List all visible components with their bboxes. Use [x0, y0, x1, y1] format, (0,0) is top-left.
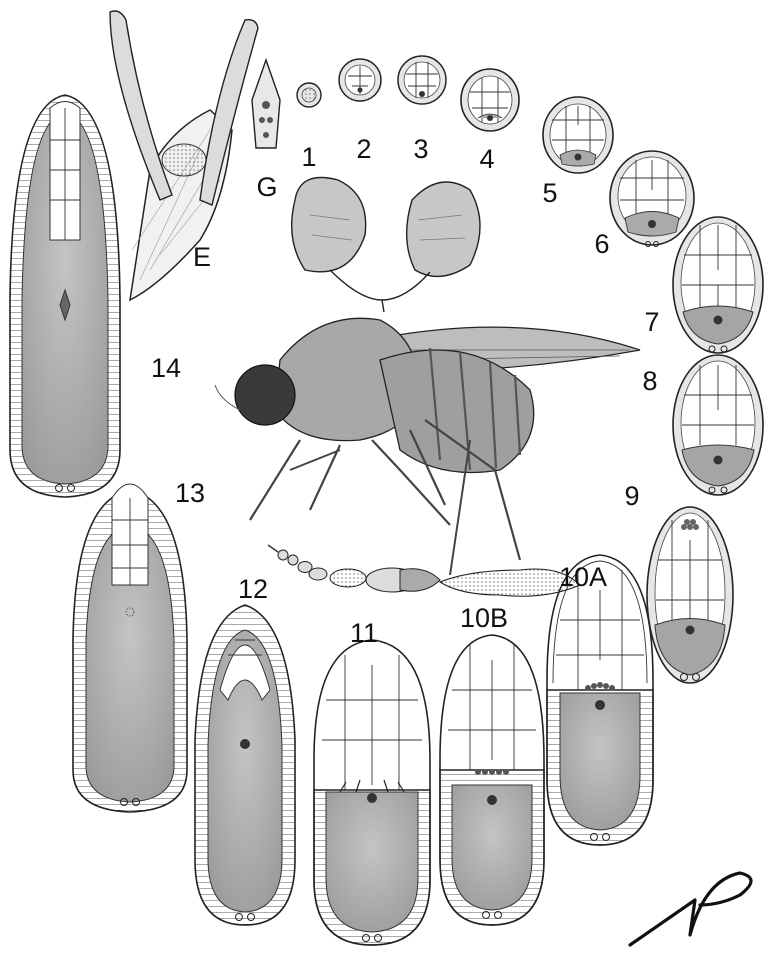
egg-chamber-stage-3	[398, 56, 446, 104]
egg-chamber-stage-9	[647, 507, 733, 683]
label-stage-13: 13	[175, 478, 205, 508]
egg-chamber-stage-10a	[547, 555, 653, 845]
label-stage-11: 11	[350, 618, 378, 648]
label-stage-5: 5	[542, 178, 557, 208]
label-stage-6: 6	[594, 229, 609, 259]
egg-chamber-stage-6	[610, 151, 694, 247]
label-stage-14: 14	[151, 353, 181, 383]
label-egg-appendage: E	[193, 242, 211, 272]
egg-chamber-stage-4	[461, 69, 519, 131]
egg-chamber-stage-14	[10, 95, 120, 497]
egg-chamber-stage-8	[673, 355, 763, 495]
label-stage-10a: 10A	[559, 562, 607, 592]
egg-chamber-stage-11	[314, 640, 430, 945]
egg-chamber-stage-1	[297, 83, 321, 107]
ovariole-string	[268, 545, 580, 596]
label-stage-12: 12	[238, 574, 268, 604]
border-cell-row	[475, 769, 509, 775]
egg-chamber-stage-12	[195, 605, 295, 925]
label-stage-9: 9	[624, 481, 639, 511]
dorsal-appendage-eggshell	[110, 11, 258, 300]
germarium	[252, 60, 280, 148]
label-stage-8: 8	[642, 366, 657, 396]
label-stage-4: 4	[479, 144, 494, 174]
egg-chamber-stage-7	[673, 217, 763, 353]
label-stage-10b: 10B	[460, 603, 508, 633]
egg-chamber-stage-5	[543, 97, 613, 173]
ovary	[292, 178, 480, 313]
egg-chamber-stage-10b	[440, 635, 544, 925]
label-stage-2: 2	[356, 134, 371, 164]
label-germarium: G	[256, 172, 277, 202]
label-stage-1: 1	[301, 142, 316, 172]
egg-chamber-stage-2	[339, 59, 381, 101]
fruit-fly	[215, 318, 640, 575]
label-stage-7: 7	[644, 307, 659, 337]
egg-chamber-stage-13	[73, 484, 187, 812]
label-stage-3: 3	[413, 134, 428, 164]
artist-signature	[630, 873, 751, 945]
